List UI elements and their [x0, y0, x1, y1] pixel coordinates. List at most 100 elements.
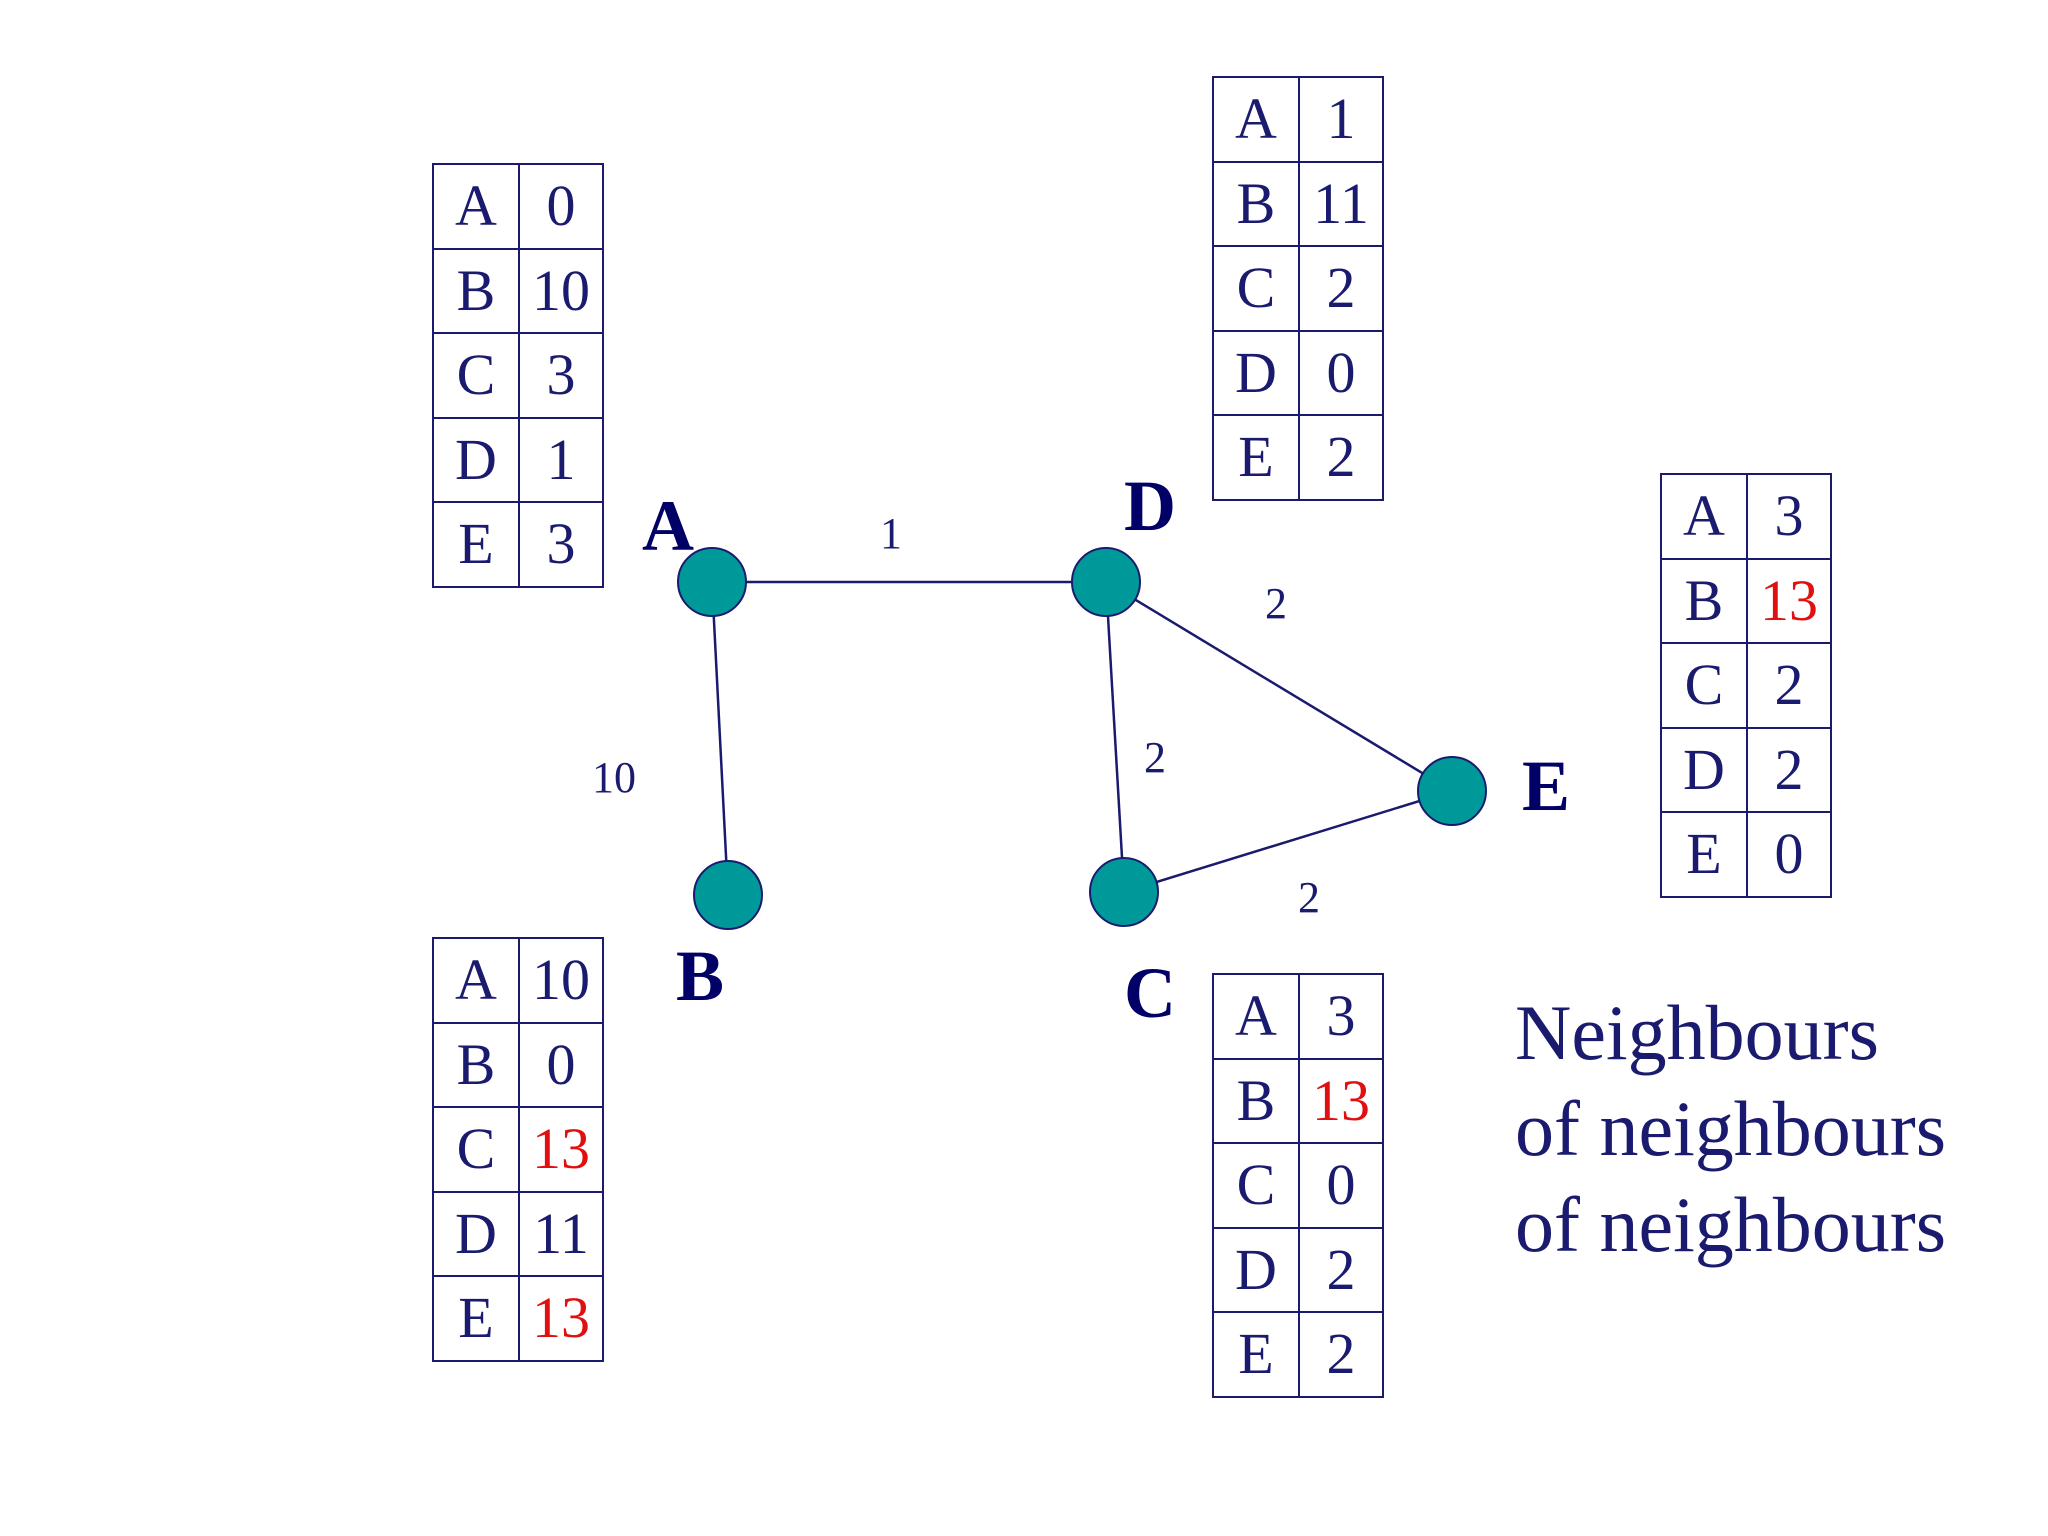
dest-cell: A [432, 163, 520, 250]
cost-cell: 0 [1298, 1142, 1384, 1229]
node-c [1089, 857, 1159, 927]
edge-d-e [1105, 580, 1453, 793]
cost-cell-updated: 13 [1298, 1057, 1384, 1144]
edge-weight-a-d: 1 [880, 509, 902, 558]
edge-weight-a-b: 10 [592, 753, 636, 802]
dest-cell: C [1212, 245, 1300, 332]
cost-cell: 3 [518, 501, 604, 588]
cost-cell: 0 [518, 1021, 604, 1108]
cost-cell: 0 [518, 163, 604, 250]
node-b [693, 860, 763, 930]
cost-cell: 3 [1746, 473, 1832, 560]
cost-cell: 2 [1746, 726, 1832, 813]
cost-cell: 1 [1298, 76, 1384, 163]
dest-cell: B [1660, 557, 1748, 644]
dest-cell: B [432, 1021, 520, 1108]
dest-cell: D [432, 1190, 520, 1277]
cost-cell: 11 [518, 1190, 604, 1277]
dest-cell: E [432, 501, 520, 588]
cost-cell-updated: 13 [518, 1106, 604, 1193]
edge-c-e [1123, 789, 1453, 894]
dest-cell: E [432, 1275, 520, 1362]
cost-cell: 2 [1298, 245, 1384, 332]
edge-weight-d-c: 2 [1144, 733, 1166, 782]
node-label-b: B [676, 936, 724, 1016]
caption-line-2: of neighbours [1515, 1085, 1947, 1172]
dest-cell: C [1212, 1142, 1300, 1229]
dest-cell: E [1660, 811, 1748, 898]
dest-cell: E [1212, 414, 1300, 501]
dest-cell: A [432, 937, 520, 1024]
dest-cell: C [432, 332, 520, 419]
dest-cell: C [1660, 642, 1748, 729]
dest-cell: B [1212, 1057, 1300, 1144]
dest-cell: D [1212, 1226, 1300, 1313]
caption-line-3: of neighbours [1515, 1181, 1947, 1268]
dest-cell: A [1660, 473, 1748, 560]
node-label-e: E [1522, 746, 1570, 826]
edge-weight-c-e: 2 [1298, 873, 1320, 922]
edge-a-b [710, 581, 730, 896]
cost-cell: 0 [1746, 811, 1832, 898]
cost-cell: 2 [1298, 1226, 1384, 1313]
node-label-d: D [1124, 466, 1176, 546]
dest-cell: D [1660, 726, 1748, 813]
cost-cell: 10 [518, 937, 604, 1024]
cost-cell: 1 [518, 416, 604, 503]
cost-cell: 10 [518, 247, 604, 334]
edge-d-c [1104, 581, 1126, 893]
edge-weight-d-e: 2 [1265, 579, 1287, 628]
dest-cell: D [1212, 329, 1300, 416]
cost-cell: 11 [1298, 160, 1384, 247]
dest-cell: D [432, 416, 520, 503]
node-label-c: C [1124, 953, 1176, 1033]
cost-cell: 2 [1298, 414, 1384, 501]
dest-cell: A [1212, 76, 1300, 163]
dest-cell: B [432, 247, 520, 334]
dest-cell: B [1212, 160, 1300, 247]
cost-cell: 2 [1298, 1311, 1384, 1398]
node-a [677, 547, 747, 617]
node-d [1071, 547, 1141, 617]
cost-cell: 3 [1298, 973, 1384, 1060]
node-label-a: A [642, 486, 694, 566]
cost-cell-updated: 13 [1746, 557, 1832, 644]
cost-cell: 2 [1746, 642, 1832, 729]
caption-line-1: Neighbours [1515, 989, 1879, 1076]
caption: Neighbours of neighbours of neighbours [1515, 985, 1946, 1273]
dest-cell: C [432, 1106, 520, 1193]
cost-cell-updated: 13 [518, 1275, 604, 1362]
node-e [1417, 756, 1487, 826]
dest-cell: A [1212, 973, 1300, 1060]
